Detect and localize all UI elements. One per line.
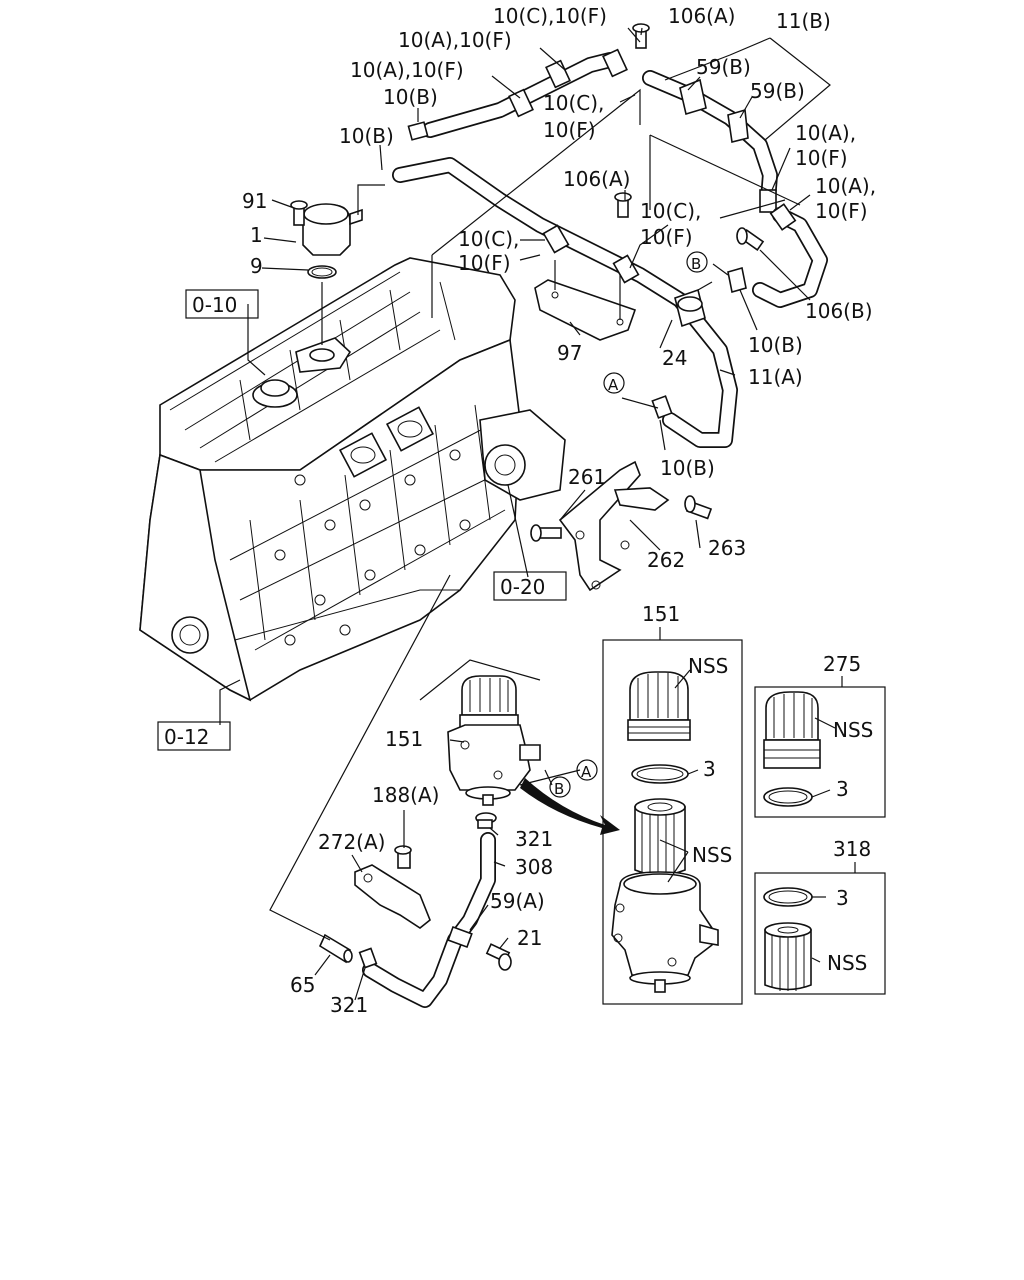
label-10b-1: 10(B) [383, 85, 438, 109]
label-308: 308 [515, 855, 553, 879]
label-21: 21 [517, 926, 542, 950]
label-11a: 11(A) [748, 365, 803, 389]
label-10c-c1: 10(C), [640, 199, 701, 223]
part-labels: 10(C),10(F) 106(A) 11(B) 10(A),10(F) 10(… [242, 4, 876, 1017]
label-3-a: 3 [703, 757, 716, 781]
label-275: 275 [823, 652, 861, 676]
label-10af-2: 10(A),10(F) [350, 58, 464, 82]
label-65: 65 [290, 973, 315, 997]
callout-markers: B A A B [549, 251, 708, 798]
exploded-box-151 [602, 639, 743, 1005]
label-10af-1: 10(A),10(F) [398, 28, 512, 52]
label-3-b: 3 [836, 777, 849, 801]
leader-line-65 [269, 574, 451, 941]
box-318 [754, 872, 886, 995]
label-91: 91 [242, 189, 267, 213]
label-318: 318 [833, 837, 871, 861]
label-59b-1: 59(B) [696, 55, 751, 79]
ref-0-12: 0-12 [164, 725, 209, 749]
label-10c-mid: 10(C), [543, 91, 604, 115]
label-321-b: 321 [330, 993, 368, 1017]
reference-boxes: 0-10 0-20 0-12 [157, 289, 567, 751]
arrow-to-exploded [520, 778, 620, 835]
bracket-261-262 [530, 460, 713, 592]
label-10cf-top: 10(C),10(F) [493, 4, 607, 28]
label-188a: 188(A) [372, 783, 439, 807]
callout-b-2: B [554, 780, 564, 798]
label-nss-3: NSS [692, 843, 732, 867]
bolt-106a-mid [614, 192, 632, 218]
label-10c-c2: 10(C), [458, 227, 519, 251]
label-151-top: 151 [642, 602, 680, 626]
upper-hose-1 [407, 48, 628, 141]
hose-11b [642, 70, 828, 308]
label-10a-r1: 10(A), [795, 121, 856, 145]
label-262: 262 [647, 548, 685, 572]
leader-line-filter [419, 659, 541, 701]
label-10f-c1: 10(F) [640, 225, 693, 249]
label-10f-mid: 10(F) [543, 118, 596, 142]
label-106a-mid: 106(A) [563, 167, 630, 191]
label-97: 97 [557, 341, 582, 365]
label-263: 263 [708, 536, 746, 560]
label-9: 9 [250, 254, 263, 278]
label-59b-2: 59(B) [750, 79, 805, 103]
box-275 [754, 686, 886, 818]
label-272a: 272(A) [318, 830, 385, 854]
hose-308 [358, 812, 497, 1008]
label-10b-2: 10(B) [339, 124, 394, 148]
bolt-21 [485, 943, 512, 971]
leader-lines [219, 27, 856, 1001]
label-59a: 59(A) [490, 889, 545, 913]
label-1: 1 [250, 223, 263, 247]
label-10a-r2: 10(A), [815, 174, 876, 198]
bracket-272a [354, 845, 431, 929]
label-nss-4: NSS [827, 951, 867, 975]
label-24: 24 [662, 346, 687, 370]
label-151-left: 151 [385, 727, 423, 751]
callout-a-2: A [581, 763, 592, 781]
fuel-filter-151 [447, 675, 541, 806]
label-nss-2: NSS [833, 718, 873, 742]
ref-0-20: 0-20 [500, 575, 545, 599]
label-106a-top: 106(A) [668, 4, 735, 28]
label-321-a: 321 [515, 827, 553, 851]
label-106b: 106(B) [805, 299, 873, 323]
breather-housing [290, 184, 385, 345]
engine-block [139, 257, 566, 702]
bracket-97 [534, 260, 637, 341]
callout-a-1: A [608, 376, 619, 394]
label-3-c: 3 [836, 886, 849, 910]
pipe-65 [318, 933, 353, 964]
ref-0-10: 0-10 [192, 293, 237, 317]
label-10f-r1: 10(F) [795, 146, 848, 170]
label-10f-c2: 10(F) [458, 251, 511, 275]
label-11b: 11(B) [776, 9, 831, 33]
callout-b-1: B [691, 255, 701, 273]
upper-hose-2 [392, 157, 738, 448]
label-10b-r: 10(B) [748, 333, 803, 357]
label-261: 261 [568, 465, 606, 489]
label-10b-low: 10(B) [660, 456, 715, 480]
label-nss-1: NSS [688, 654, 728, 678]
label-10f-r2: 10(F) [815, 199, 868, 223]
